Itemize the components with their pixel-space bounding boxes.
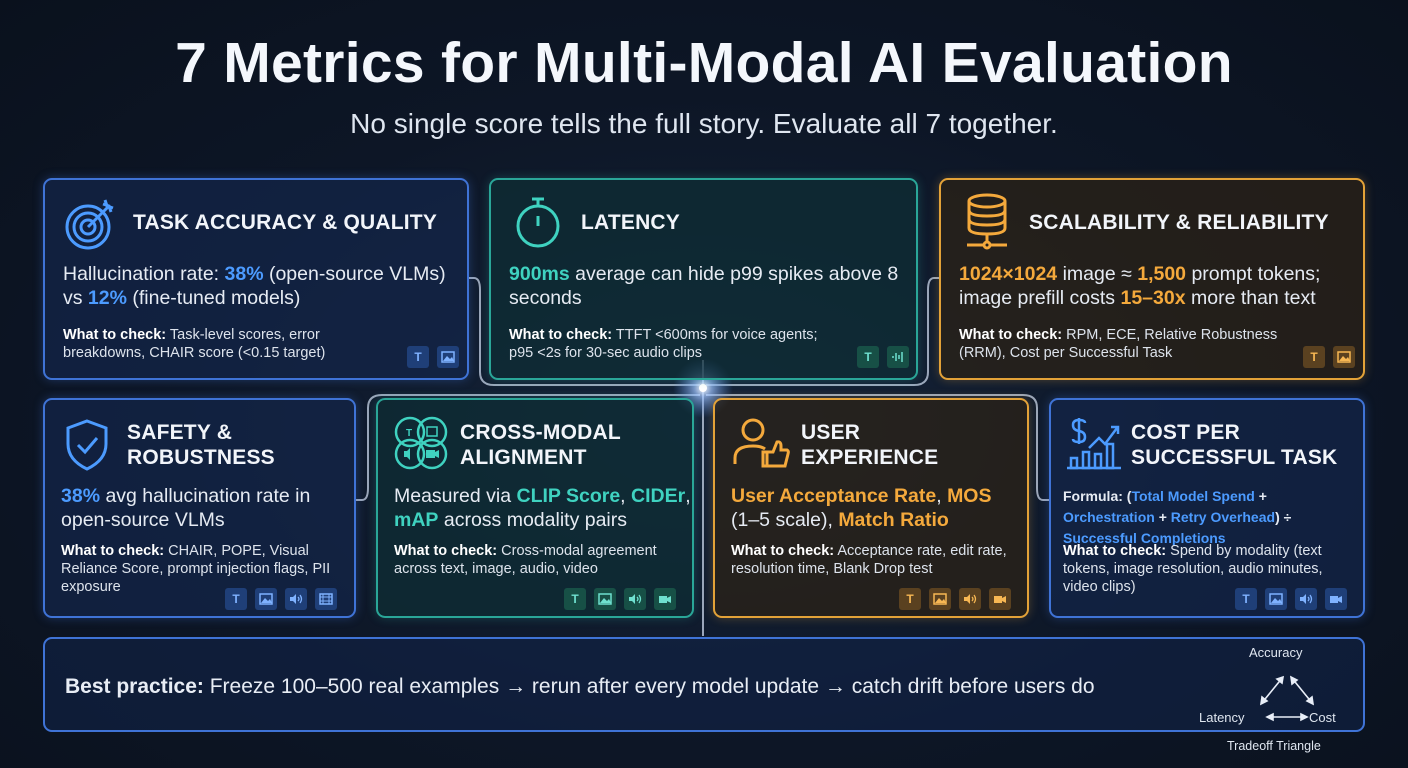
text-modality-icon: T — [857, 346, 879, 368]
card-body: 900ms average can hide p99 spikes above … — [509, 263, 899, 309]
card-check: What to check: CHAIR, POPE, Visual Relia… — [61, 543, 331, 595]
card-title: SAFETY &ROBUSTNESS — [127, 421, 275, 469]
audio-modality-icon — [285, 588, 307, 610]
text-modality-icon: T — [407, 346, 429, 368]
card-title: SCALABILITY & RELIABILITY — [1029, 211, 1329, 234]
best-practice-text: Best practice: Freeze 100–500 real examp… — [65, 675, 1095, 698]
cost-chart-icon — [1067, 418, 1121, 470]
text-modality-icon: T — [225, 588, 247, 610]
image-modality-icon — [1265, 588, 1287, 610]
card-body: 38% avg hallucination rate in open-sourc… — [61, 485, 311, 531]
card-check: What to check: TTFT <600ms for voice age… — [509, 327, 818, 361]
card-latency: LATENCY 900ms average can hide p99 spike… — [489, 178, 918, 380]
triangle-label-latency: Latency — [1199, 710, 1245, 725]
user-thumbs-up-icon — [733, 418, 790, 468]
stopwatch-icon — [516, 197, 560, 248]
best-practice-banner: Best practice: Freeze 100–500 real examp… — [43, 637, 1365, 732]
card-check: What to check: Task-level scores, error … — [63, 327, 326, 361]
video-modality-icon — [654, 588, 676, 610]
image-modality-icon — [255, 588, 277, 610]
database-icon — [967, 193, 1007, 250]
image-modality-icon — [1333, 346, 1355, 368]
card-body: Measured via CLIP Score, CIDEr, mAP acro… — [394, 485, 691, 531]
card-check: What to check: Acceptance rate, edit rat… — [731, 543, 1007, 577]
card-scalability: SCALABILITY & RELIABILITY 1024×1024 imag… — [939, 178, 1365, 380]
card-body: User Acceptance Rate, MOS (1–5 scale), M… — [731, 485, 992, 531]
text-modality-icon: T — [1235, 588, 1257, 610]
modality-tags: T — [1235, 588, 1347, 610]
card-check: What to check: Cross-modal agreement acr… — [394, 543, 657, 577]
image-modality-icon — [594, 588, 616, 610]
modality-tags: T — [407, 346, 459, 368]
cost-formula: Formula: (Total Model Spend + Orchestrat… — [1063, 488, 1292, 546]
card-safety: SAFETY &ROBUSTNESS 38% avg hallucination… — [43, 398, 356, 618]
modality-tags: T — [1303, 346, 1355, 368]
image-modality-icon — [929, 588, 951, 610]
audio-modality-icon — [624, 588, 646, 610]
page-subtitle: No single score tells the full story. Ev… — [350, 108, 1058, 139]
video-modality-icon — [315, 588, 337, 610]
text-modality-icon: T — [899, 588, 921, 610]
tradeoff-triangle-arrows — [1259, 675, 1315, 722]
modality-tags: T — [564, 588, 676, 610]
card-title: LATENCY — [581, 211, 681, 234]
audio-wave-modality-icon — [887, 346, 909, 368]
image-modality-icon — [437, 346, 459, 368]
text-modality-icon: T — [564, 588, 586, 610]
card-check: What to check: RPM, ECE, Relative Robust… — [959, 327, 1278, 361]
modality-grid-icon: T — [394, 416, 448, 470]
video-modality-icon — [989, 588, 1011, 610]
text-modality-icon: T — [1303, 346, 1325, 368]
page-title: 7 Metrics for Multi-Modal AI Evaluation — [175, 31, 1233, 95]
audio-modality-icon — [959, 588, 981, 610]
audio-modality-icon — [1295, 588, 1317, 610]
shield-check-icon — [66, 419, 108, 471]
tradeoff-triangle-caption: Tradeoff Triangle — [1227, 739, 1321, 753]
triangle-label-cost: Cost — [1309, 710, 1336, 725]
triangle-label-accuracy: Accuracy — [1249, 645, 1303, 660]
card-title: TASK ACCURACY & QUALITY — [133, 211, 438, 234]
card-task-accuracy: TASK ACCURACY & QUALITY Hallucination ra… — [43, 178, 469, 380]
target-icon — [65, 199, 114, 250]
card-body: Hallucination rate: 38% (open-source VLM… — [63, 263, 446, 309]
video-modality-icon — [1325, 588, 1347, 610]
svg-text:T: T — [406, 428, 412, 439]
modality-tags: T — [225, 588, 337, 610]
modality-tags: T — [899, 588, 1011, 610]
modality-tags: T — [857, 346, 909, 368]
card-body: 1024×1024 image ≈ 1,500 prompt tokens; i… — [959, 263, 1321, 309]
card-check: What to check: Spend by modality (text t… — [1063, 543, 1323, 595]
